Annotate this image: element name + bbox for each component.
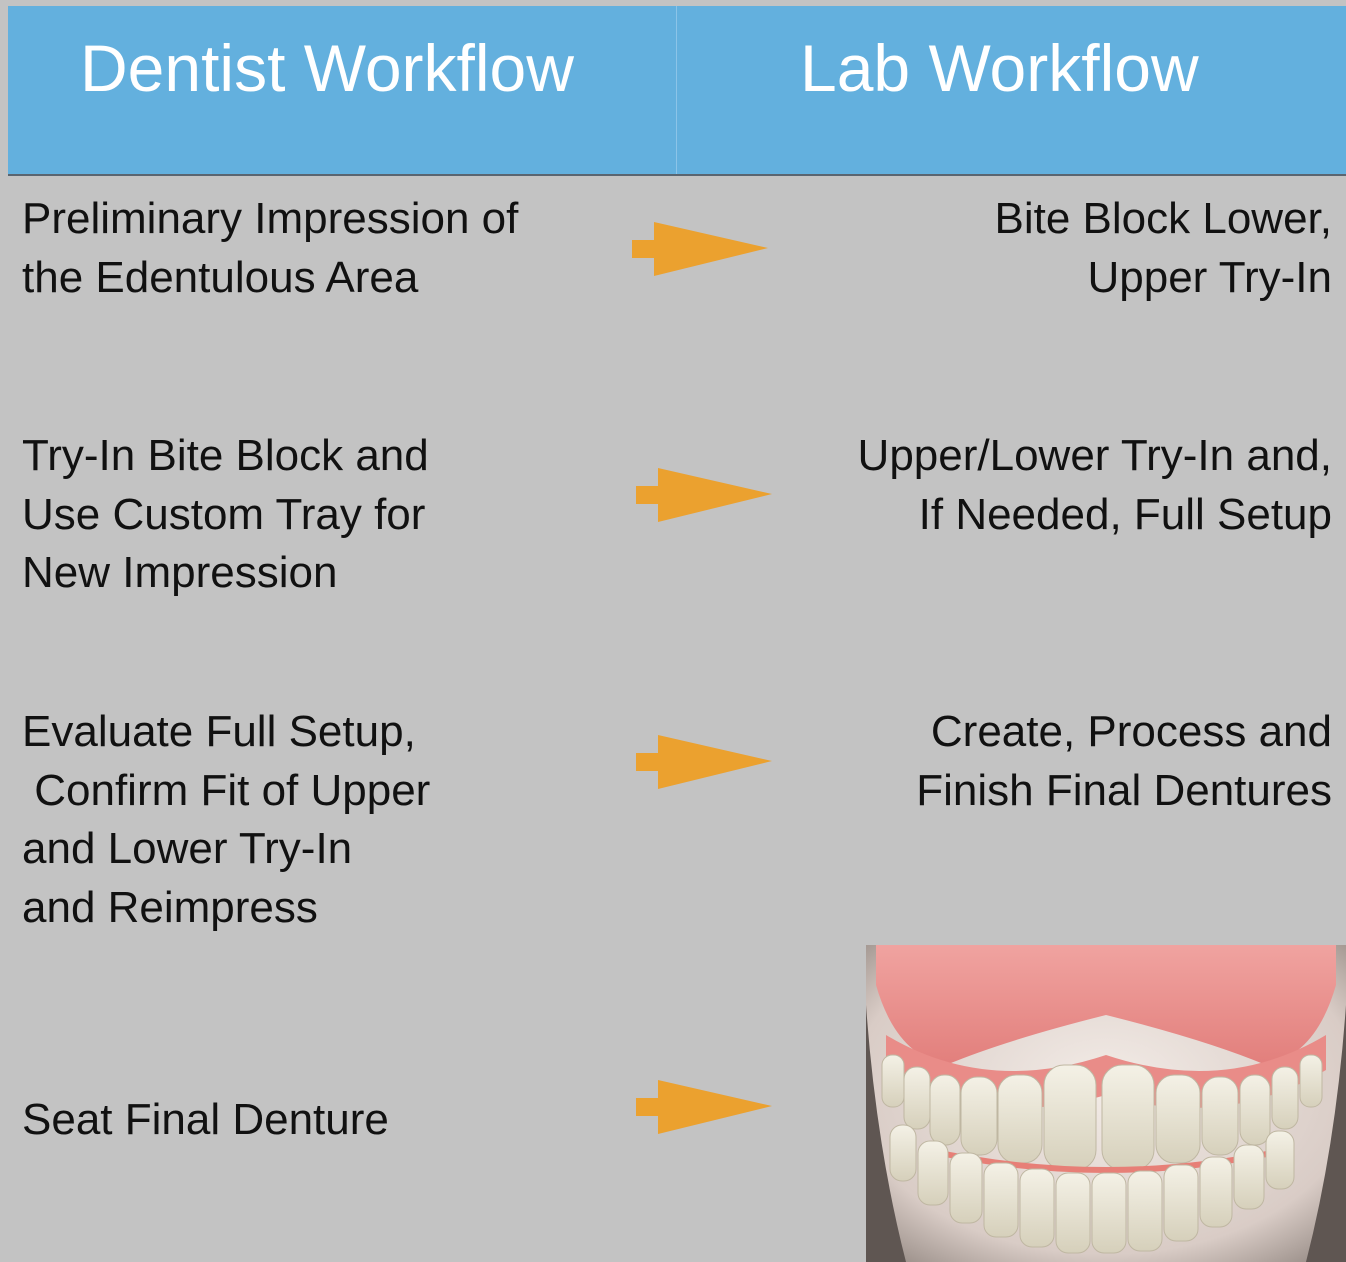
lab-step-line: Upper Try-In — [995, 249, 1333, 308]
dentist-step-line: Use Custom Tray for — [22, 486, 429, 545]
denture-photo — [866, 945, 1346, 1262]
lab-step-line: If Needed, Full Setup — [858, 486, 1332, 545]
lab-step-line: Finish Final Dentures — [916, 762, 1332, 821]
lab-workflow-title: Lab Workflow — [800, 30, 1199, 106]
dentist-step-4: Seat Final Denture — [22, 1091, 389, 1150]
dentist-step-line: Confirm Fit of Upper — [22, 762, 430, 821]
lab-step-line: Upper/Lower Try-In and, — [858, 427, 1332, 486]
dentist-step-line: the Edentulous Area — [22, 249, 518, 308]
dentist-step-3: Evaluate Full Setup, Confirm Fit of Uppe… — [22, 703, 430, 937]
dentist-step-line: Evaluate Full Setup, — [22, 703, 430, 762]
workflow-header: Dentist Workflow Lab Workflow — [8, 6, 1346, 176]
right-arrow-icon — [628, 210, 778, 286]
dentist-step-line: and Lower Try-In — [22, 820, 430, 879]
right-arrow-icon — [632, 723, 782, 799]
right-arrow-icon — [632, 1068, 782, 1144]
dentist-step-line: Try-In Bite Block and — [22, 427, 429, 486]
lab-step-line: Bite Block Lower, — [995, 190, 1333, 249]
right-arrow-icon — [632, 456, 782, 532]
dentist-step-line: Preliminary Impression of — [22, 190, 518, 249]
dentist-step-line: New Impression — [22, 544, 429, 603]
lab-step-line: Create, Process and — [916, 703, 1332, 762]
dentist-step-line: and Reimpress — [22, 879, 430, 938]
lab-step-1: Bite Block Lower, Upper Try-In — [995, 190, 1333, 307]
header-divider — [676, 6, 677, 174]
lab-step-2: Upper/Lower Try-In and, If Needed, Full … — [858, 427, 1332, 544]
lab-step-3: Create, Process and Finish Final Denture… — [916, 703, 1332, 820]
dentist-step-1: Preliminary Impression of the Edentulous… — [22, 190, 518, 307]
dentist-step-line: Seat Final Denture — [22, 1091, 389, 1150]
dentist-step-2: Try-In Bite Block and Use Custom Tray fo… — [22, 427, 429, 603]
dentist-workflow-title: Dentist Workflow — [80, 30, 574, 106]
